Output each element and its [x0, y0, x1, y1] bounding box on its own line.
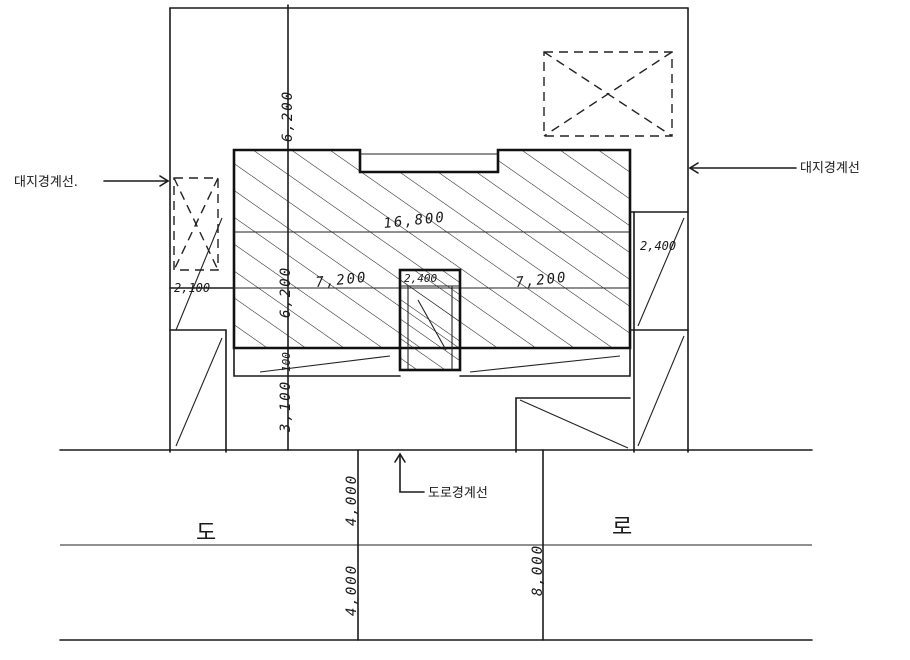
rear-setback-dim: 6,200	[280, 90, 296, 142]
arrows	[103, 162, 797, 493]
road-half-lower-dim: 4,000	[344, 564, 360, 616]
road-boundary-label: 도로경계선	[428, 486, 488, 501]
core-width-dim: 2,400	[404, 272, 437, 285]
front-right-block	[515, 397, 631, 453]
site-boundary-right-label: 대지경계선	[800, 161, 860, 176]
road-total-dim: 8,000	[530, 544, 546, 596]
road-label-right: 로	[612, 515, 632, 540]
left-side-gap-dim: 2,100	[174, 281, 210, 295]
building-core	[398, 268, 462, 372]
road-half-upper-dim: 4,000	[344, 474, 360, 526]
building-depth-dim: 6,200	[278, 266, 294, 318]
building-width-dim: 16,800	[383, 210, 447, 232]
parking-space-left	[173, 177, 219, 271]
road-label-left: 도	[196, 521, 216, 546]
left-span-dim: 7,200	[315, 270, 369, 291]
road	[59, 449, 813, 641]
site-boundary	[169, 7, 689, 453]
site-boundary-left-label: 대지경계선.	[14, 175, 78, 190]
front-terrace	[233, 347, 631, 377]
small-offset-dim: 100	[280, 352, 293, 372]
parking-space-top-right	[543, 51, 673, 137]
right-span-dim: 7,200	[515, 270, 569, 291]
right-side-gap-dim: 2,400	[640, 239, 676, 253]
right-side-wing	[629, 211, 689, 453]
front-setback-dim: 3,100	[278, 380, 294, 433]
left-side-wing	[169, 217, 235, 453]
